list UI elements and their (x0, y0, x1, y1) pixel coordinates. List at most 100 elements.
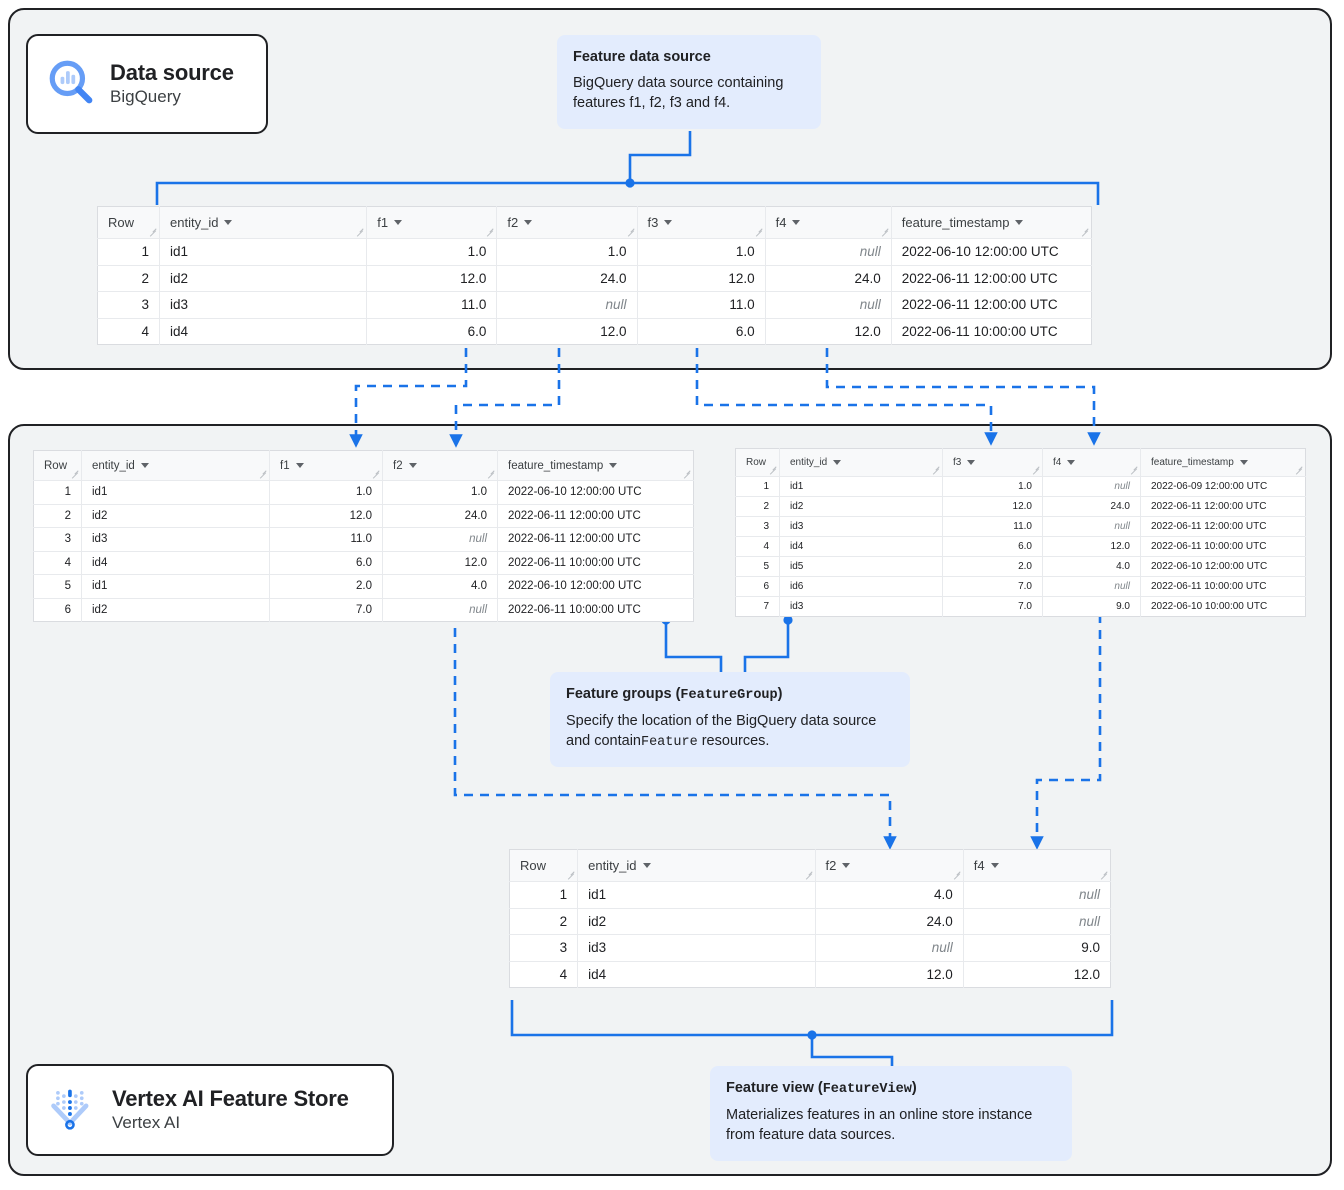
chevron-down-icon[interactable] (394, 220, 403, 225)
column-header-feature_timestamp[interactable]: feature_timestamp (1140, 448, 1306, 477)
callout-title-code: FeatureGroup (680, 688, 778, 703)
cell-entity_id: id1 (779, 476, 943, 497)
cell-f3: 12.0 (942, 496, 1043, 517)
vertex-ai-feature-store-icon (46, 1082, 98, 1139)
column-header-f3[interactable]: f3 (942, 448, 1043, 477)
column-resize-handle[interactable] (486, 469, 495, 478)
chevron-down-icon[interactable] (792, 220, 801, 225)
cell-entity_id: id2 (81, 598, 270, 622)
column-header-f4[interactable]: f4 (765, 206, 892, 239)
cell-feature_timestamp: 2022-06-10 12:00:00 UTC (891, 238, 1092, 266)
chevron-down-icon[interactable] (833, 460, 842, 465)
column-header-f1[interactable]: f1 (366, 206, 498, 239)
column-resize-handle[interactable] (768, 465, 777, 474)
column-resize-handle[interactable] (880, 227, 889, 236)
column-header-row[interactable]: Row (735, 448, 780, 477)
column-resize-handle[interactable] (258, 469, 267, 478)
cell-f4: null (1042, 576, 1141, 597)
column-resize-handle[interactable] (952, 870, 961, 879)
column-header-feature_timestamp[interactable]: feature_timestamp (497, 450, 694, 481)
callout-body-code: Feature (640, 735, 698, 751)
cell-f1: 12.0 (269, 504, 383, 528)
column-header-f2[interactable]: f2 (815, 849, 964, 882)
column-header-f2[interactable]: f2 (382, 450, 498, 481)
cell-f4: 4.0 (1042, 556, 1141, 577)
chevron-down-icon[interactable] (842, 863, 851, 868)
cell-feature_timestamp: 2022-06-10 12:00:00 UTC (1140, 556, 1306, 577)
column-resize-handle[interactable] (626, 227, 635, 236)
cell-row: 5 (33, 574, 82, 599)
cell-row: 1 (97, 238, 161, 266)
chevron-down-icon[interactable] (1239, 460, 1248, 465)
cell-f4: 24.0 (1042, 496, 1141, 517)
column-header-f2[interactable]: f2 (496, 206, 638, 239)
chevron-down-icon[interactable] (664, 220, 673, 225)
column-header-f4[interactable]: f4 (1042, 448, 1141, 477)
column-header-row[interactable]: Row (97, 206, 161, 239)
cell-entity_id: id2 (81, 504, 270, 528)
chevron-down-icon[interactable] (524, 220, 533, 225)
column-resize-handle[interactable] (355, 227, 364, 236)
cell-feature_timestamp: 2022-06-11 12:00:00 UTC (497, 504, 694, 528)
cell-row: 4 (735, 536, 780, 557)
column-header-row[interactable]: Row (509, 849, 579, 882)
chevron-down-icon[interactable] (1015, 220, 1024, 225)
cell-f2: 4.0 (815, 881, 964, 909)
column-header-entity_id[interactable]: entity_id (159, 206, 368, 239)
column-resize-handle[interactable] (754, 227, 763, 236)
column-resize-handle[interactable] (1080, 227, 1089, 236)
column-resize-handle[interactable] (485, 227, 494, 236)
chip-subtitle: BigQuery (110, 87, 181, 107)
column-resize-handle[interactable] (1031, 465, 1040, 474)
column-resize-handle[interactable] (1129, 465, 1138, 474)
callout-title-text: Feature groups ( (566, 686, 681, 702)
column-header-feature_timestamp[interactable]: feature_timestamp (891, 206, 1092, 239)
chevron-down-icon[interactable] (408, 463, 417, 468)
chevron-down-icon[interactable] (967, 460, 976, 465)
cell-row: 4 (33, 551, 82, 575)
column-header-f1[interactable]: f1 (269, 450, 383, 481)
column-resize-handle[interactable] (1294, 465, 1303, 474)
column-resize-handle[interactable] (70, 469, 79, 478)
cell-entity_id: id4 (577, 961, 816, 988)
chip-data-source: Data source BigQuery (26, 34, 268, 134)
callout-body-text: Specify the location of the BigQuery dat… (566, 712, 877, 750)
chevron-down-icon[interactable] (140, 463, 149, 468)
cell-row: 4 (97, 318, 161, 345)
column-header-row[interactable]: Row (33, 450, 82, 481)
column-resize-handle[interactable] (931, 465, 940, 474)
cell-entity_id: id3 (779, 516, 943, 537)
chevron-down-icon[interactable] (1067, 460, 1076, 465)
column-header-label: Row (108, 215, 135, 230)
column-header-f3[interactable]: f3 (637, 206, 766, 239)
column-header-entity_id[interactable]: entity_id (779, 448, 943, 477)
cell-f2: 24.0 (496, 265, 638, 292)
column-resize-handle[interactable] (1099, 870, 1108, 879)
column-header-entity_id[interactable]: entity_id (81, 450, 270, 481)
column-resize-handle[interactable] (566, 870, 575, 879)
column-header-label: f3 (647, 215, 659, 230)
column-header-entity_id[interactable]: entity_id (577, 849, 816, 882)
column-resize-handle[interactable] (371, 469, 380, 478)
cell-row: 2 (97, 265, 161, 292)
cell-row: 3 (33, 527, 82, 552)
column-header-f4[interactable]: f4 (963, 849, 1111, 882)
column-resize-handle[interactable] (682, 469, 691, 478)
callout-feature-data-source: Feature data source BigQuery data source… (557, 35, 821, 129)
chevron-down-icon[interactable] (295, 463, 304, 468)
column-resize-handle[interactable] (804, 870, 813, 879)
chevron-down-icon[interactable] (990, 863, 999, 868)
cell-row: 6 (735, 576, 780, 597)
chevron-down-icon[interactable] (609, 463, 618, 468)
chevron-down-icon[interactable] (224, 220, 233, 225)
chevron-down-icon[interactable] (642, 863, 651, 868)
cell-f2: null (382, 527, 498, 552)
column-resize-handle[interactable] (148, 227, 157, 236)
cell-f3: 7.0 (942, 596, 1043, 617)
